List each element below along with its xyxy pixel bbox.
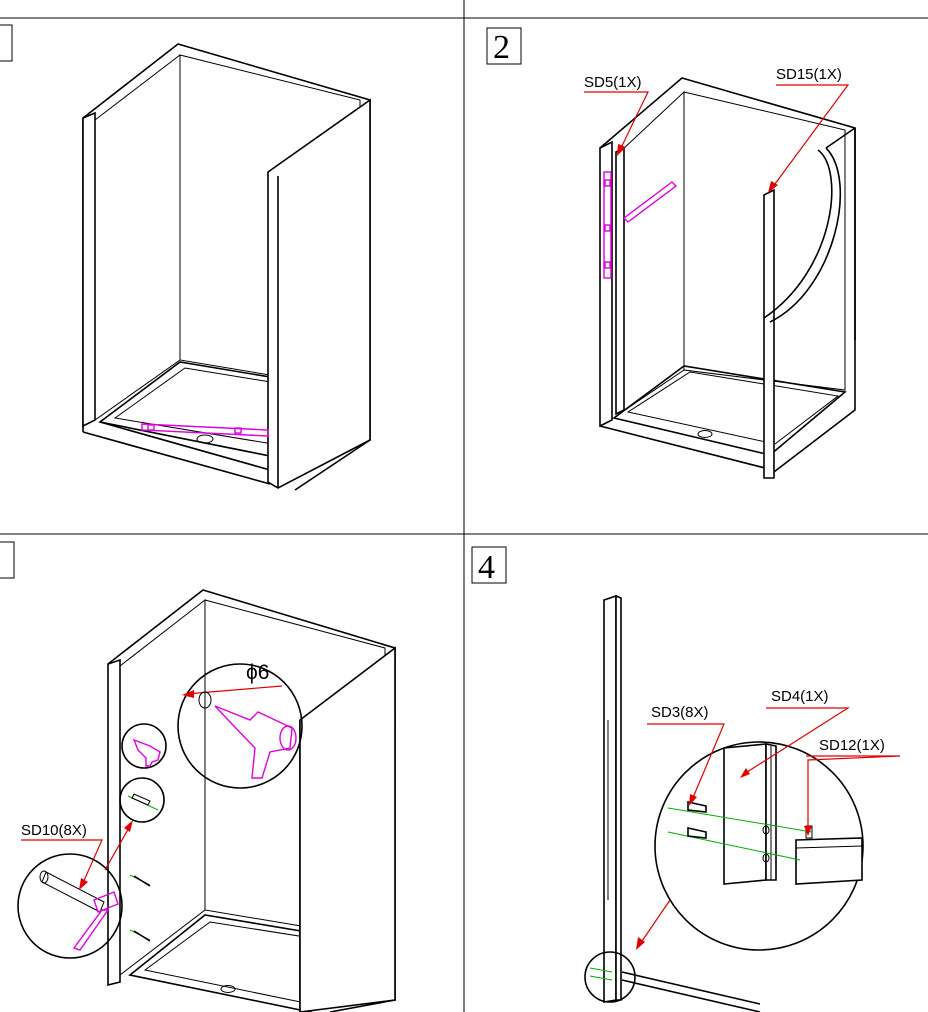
magnified-detail-circle xyxy=(654,741,864,951)
arrow-to-detail xyxy=(636,899,671,950)
wall-plug-icon xyxy=(129,874,151,942)
wall-profile-section xyxy=(723,743,777,885)
label-sd4: SD4(1X) xyxy=(740,688,851,778)
label-sd10: SD10(8X) xyxy=(21,822,103,890)
shower-enclosure-1 xyxy=(82,43,371,491)
label-sd12: SD12(1X) xyxy=(804,737,901,836)
arrow-between-details xyxy=(104,820,133,871)
spirit-level-icon xyxy=(141,423,269,437)
detail-circle-small-2 xyxy=(119,777,165,823)
screw-icon xyxy=(687,801,707,839)
hammer-icon xyxy=(72,891,119,951)
pencil-icon xyxy=(622,181,678,223)
part-label-sd5: SD5(1X) xyxy=(584,74,642,91)
drill-size-label: ϕ6 xyxy=(246,661,269,684)
step-box-1 xyxy=(0,24,13,62)
part-label-sd12: SD12(1X) xyxy=(819,737,885,754)
detail-circle-hammer xyxy=(17,853,123,959)
part-label-sd15: SD15(1X) xyxy=(776,66,842,83)
step-box-3 xyxy=(0,541,15,579)
label-sd3: SD3(8X) xyxy=(647,704,725,806)
spirit-level-icon xyxy=(603,171,612,279)
label-sd5: SD5(1X) xyxy=(584,74,649,156)
part-label-sd10: SD10(8X) xyxy=(21,822,87,839)
panel-2: 2 xyxy=(486,27,856,479)
part-label-sd3: SD3(8X) xyxy=(651,704,709,721)
power-drill-icon xyxy=(214,705,297,779)
step-number-2: 2 xyxy=(493,29,510,66)
detail-circle-drill: ϕ6 xyxy=(177,661,303,789)
label-sd15: SD15(1X) xyxy=(768,66,850,193)
power-drill-icon xyxy=(132,738,161,767)
wall-profile-right xyxy=(763,188,775,479)
step-box-2: 2 xyxy=(486,27,522,66)
detail-circle-small-1 xyxy=(121,723,167,769)
wall-plug-icon xyxy=(39,870,105,913)
shower-enclosure-3 xyxy=(107,589,396,1012)
panel-3: ϕ6 xyxy=(0,541,396,1012)
shower-enclosure-2 xyxy=(599,77,856,479)
wall-profile-left xyxy=(615,146,625,416)
step-number-4: 4 xyxy=(478,549,495,586)
part-label-sd4: SD4(1X) xyxy=(771,688,829,705)
wall-profile-tall xyxy=(603,594,622,1003)
panel-1 xyxy=(0,24,371,491)
bottom-detail-circle xyxy=(584,951,761,1012)
panel-4: 4 xyxy=(471,546,901,1012)
seal-strip-section xyxy=(795,825,863,885)
step-box-4: 4 xyxy=(471,546,507,586)
